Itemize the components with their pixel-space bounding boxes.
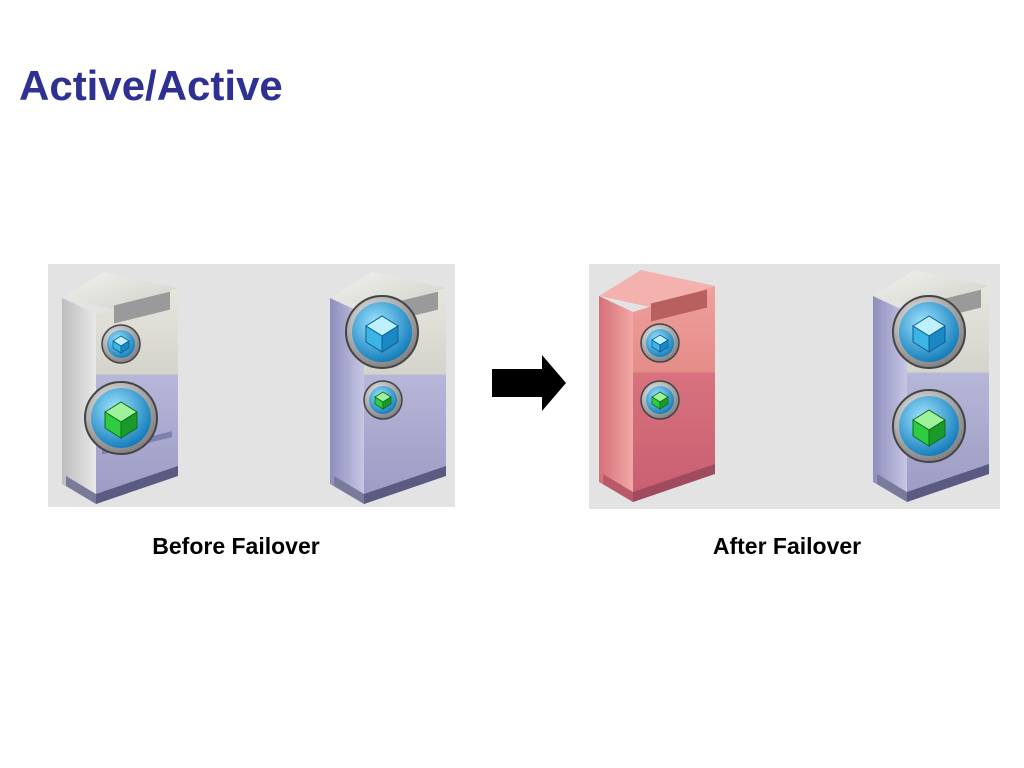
app-cluster-green-icon [363, 380, 403, 420]
app-cluster-blue-icon [101, 324, 141, 364]
app-cluster-green-icon [640, 380, 680, 420]
slide-title: Active/Active [19, 62, 283, 109]
app-cluster-green-icon [84, 381, 158, 455]
app-cluster-blue-icon [640, 323, 680, 363]
app-cluster-blue-icon [345, 295, 419, 369]
before-failover-panel [48, 264, 455, 507]
before-failover-caption: Before Failover [152, 533, 320, 559]
right-arrow-icon [492, 355, 568, 418]
after-failover-caption: After Failover [712, 533, 862, 559]
app-cluster-blue-icon [892, 295, 966, 369]
after-failover-panel [589, 264, 1000, 509]
app-cluster-green-icon [892, 389, 966, 463]
